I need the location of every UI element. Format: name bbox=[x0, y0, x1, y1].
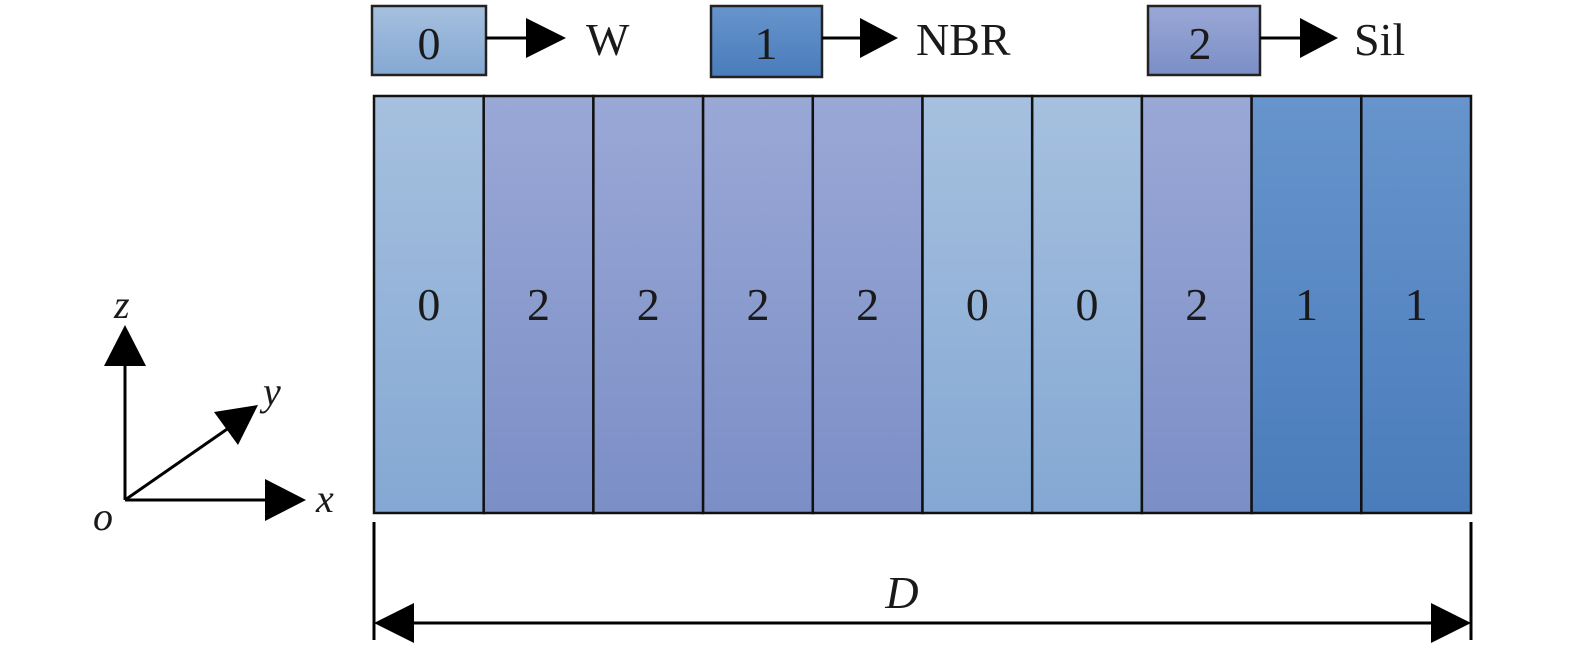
legend-item-nbr: 1 NBR bbox=[709, 4, 1011, 79]
axis-label-origin: o bbox=[93, 494, 113, 539]
legend-code-1: 1 bbox=[755, 18, 778, 69]
axis-label-z: z bbox=[113, 282, 130, 327]
arrowhead-icon bbox=[526, 18, 566, 58]
layer-cell-label: 2 bbox=[856, 279, 879, 330]
layer-cell-fill bbox=[811, 94, 924, 515]
layer-cell-label: 2 bbox=[746, 279, 769, 330]
legend-item-w: 0 W bbox=[370, 4, 630, 77]
layer-stack: 0 2 2 2 2 0 0 2 1 1 bbox=[372, 94, 1473, 515]
layer-cell: 2 bbox=[1140, 94, 1253, 515]
layer-cell-label: 1 bbox=[1295, 279, 1318, 330]
layer-cell-label: 0 bbox=[966, 279, 989, 330]
layer-cell: 1 bbox=[1360, 94, 1473, 515]
layer-cell-fill bbox=[1250, 94, 1363, 515]
legend: 0 W 1 NBR 2 Sil bbox=[370, 4, 1405, 79]
x-arrow-icon bbox=[265, 479, 306, 521]
dimension-marker bbox=[372, 522, 1473, 643]
layer-cell-fill bbox=[372, 94, 485, 515]
layer-cell: 2 bbox=[701, 94, 815, 515]
layer-cell-fill bbox=[482, 94, 595, 515]
layer-cell: 0 bbox=[372, 94, 485, 515]
layer-cell-label: 0 bbox=[1076, 279, 1099, 330]
arrow-right-icon bbox=[1431, 603, 1471, 643]
coordinate-axes bbox=[104, 325, 306, 521]
dimension-label: D bbox=[884, 567, 918, 618]
legend-material-2: Sil bbox=[1354, 14, 1405, 65]
layer-cell-label: 2 bbox=[527, 279, 550, 330]
arrowhead-icon bbox=[1300, 18, 1338, 58]
layer-cell-fill bbox=[1360, 94, 1473, 515]
legend-swatch-1 bbox=[709, 4, 824, 79]
legend-swatch-2 bbox=[1146, 4, 1262, 77]
layer-cell-fill bbox=[1140, 94, 1253, 515]
layer-cell: 1 bbox=[1250, 94, 1363, 515]
layer-cell-fill bbox=[921, 94, 1034, 515]
legend-material-0: W bbox=[586, 14, 630, 65]
layer-cell: 2 bbox=[482, 94, 595, 515]
y-arrow-icon bbox=[214, 405, 258, 445]
legend-swatch-0 bbox=[370, 4, 488, 77]
legend-item-sil: 2 Sil bbox=[1146, 4, 1405, 77]
axis-label-y: y bbox=[259, 369, 281, 414]
layer-cell-label: 2 bbox=[637, 279, 660, 330]
axis-label-x: x bbox=[315, 476, 334, 521]
layer-cell: 0 bbox=[921, 94, 1034, 515]
legend-code-2: 2 bbox=[1189, 18, 1212, 69]
arrow-left-icon bbox=[374, 603, 414, 643]
layer-cell: 2 bbox=[811, 94, 924, 515]
layer-cell-fill bbox=[701, 94, 815, 515]
layer-cell: 0 bbox=[1030, 94, 1144, 515]
layer-cell: 2 bbox=[592, 94, 705, 515]
arrowhead-icon bbox=[860, 18, 898, 58]
layer-cell-fill bbox=[592, 94, 705, 515]
z-arrow-icon bbox=[104, 325, 146, 366]
layer-cell-label: 1 bbox=[1405, 279, 1428, 330]
legend-code-0: 0 bbox=[418, 18, 441, 69]
legend-material-1: NBR bbox=[916, 14, 1011, 65]
layer-cell-fill bbox=[1030, 94, 1144, 515]
y-axis bbox=[124, 423, 234, 502]
layer-cell-label: 2 bbox=[1185, 279, 1208, 330]
layer-cell-label: 0 bbox=[417, 279, 440, 330]
